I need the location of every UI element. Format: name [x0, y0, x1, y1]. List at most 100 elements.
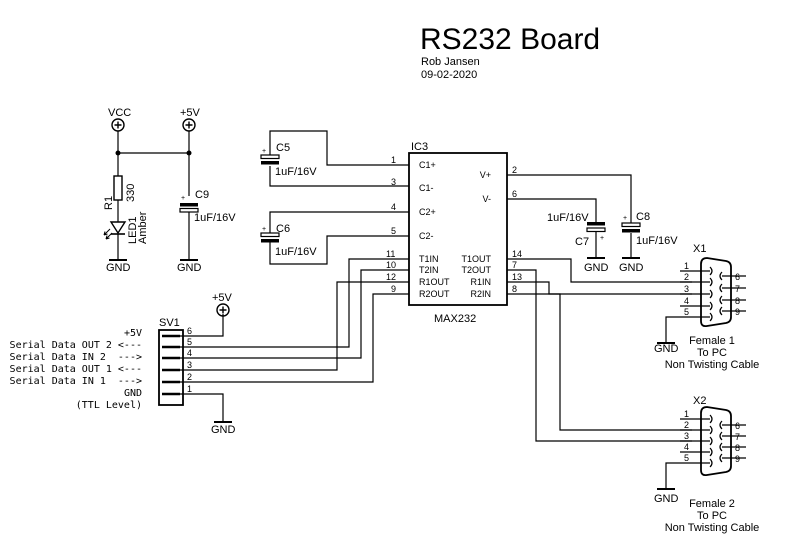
- sv1-pin-3: 3: [187, 360, 192, 370]
- ic3-num-1: 1: [391, 155, 396, 165]
- ic3-pin-c2m: C2-: [419, 231, 434, 241]
- ic3-pin-t1in: T1IN: [419, 254, 439, 264]
- sv1-pin-1: 1: [187, 384, 192, 394]
- ic3-pin-r2in: R2IN: [470, 289, 491, 299]
- ic3-pin-t2in: T2IN: [419, 265, 439, 275]
- led1-value: Amber: [137, 211, 149, 244]
- vcc-symbol: [111, 118, 125, 132]
- svg-text:+: +: [600, 235, 604, 242]
- x2-gnd-label: GND: [654, 493, 679, 505]
- x2-caption-3: Non Twisting Cable: [665, 522, 760, 534]
- ic3-num-13: 13: [512, 272, 522, 282]
- sv1-label-ttl: (TTL Level): [76, 400, 142, 411]
- ic3-pin-c1m: C1-: [419, 183, 434, 193]
- r1-ref: R1: [103, 196, 115, 210]
- x1-pin-5: 5: [684, 307, 689, 317]
- ic3-num-4: 4: [391, 202, 396, 212]
- light-emission-icon: [103, 228, 113, 240]
- x1-pin-6: 6: [735, 272, 740, 282]
- sv1-header: SV1 6 5 4 3 2 1 +5V GND +5V Serial Data …: [10, 258, 396, 436]
- ic3-pin-vm: V-: [482, 194, 491, 204]
- x1-caption-1: Female 1: [689, 335, 735, 347]
- supply-caps: + C7 1uF/16V GND + C8 1uF/16V GND: [520, 174, 678, 274]
- x2-shell: [700, 406, 732, 477]
- x1-caption-3: Non Twisting Cable: [665, 359, 760, 371]
- x1-pin-7: 7: [735, 284, 740, 294]
- c7-ref: C7: [575, 236, 589, 248]
- x2-db9-connector: X2 1 2 3 4 5 6 7 8 9 GND Female 2 To PC …: [654, 395, 759, 534]
- ic3-pin-r2out: R2OUT: [419, 289, 450, 299]
- sv1-label-gnd: GND: [124, 388, 142, 399]
- ic3-num-14: 14: [512, 249, 522, 259]
- c9-value: 1uF/16V: [194, 212, 236, 224]
- svg-text:+: +: [262, 148, 266, 155]
- ic3-num-9: 9: [391, 284, 396, 294]
- x2-pin-9: 9: [735, 454, 740, 464]
- p5v-label-top: +5V: [180, 107, 201, 119]
- x1-shell: [700, 257, 732, 328]
- p5v-symbol-top: [182, 118, 196, 132]
- sv1-gnd-label: GND: [211, 424, 236, 436]
- ic3-num-3: 3: [391, 177, 396, 187]
- ic3-value: MAX232: [434, 313, 476, 325]
- sv1-ref: SV1: [159, 317, 180, 329]
- ic3-num-7: 7: [512, 260, 517, 270]
- c8-capacitor: [621, 222, 641, 228]
- ic3-max232: IC3 MAX232 C1+ C1- C2+ C2- T1IN T2IN R1O…: [386, 141, 522, 325]
- x1-pin-1: 1: [684, 261, 689, 271]
- c6-capacitor: [260, 232, 280, 238]
- sv1-label-out2: Serial Data OUT 2 <---: [10, 340, 142, 351]
- x1-pin-3: 3: [684, 284, 689, 294]
- x2-pin-1: 1: [684, 409, 689, 419]
- date-label: 09-02-2020: [421, 69, 477, 81]
- ic3-num-12: 12: [386, 272, 396, 282]
- c8-gnd-label: GND: [619, 262, 644, 274]
- title-block: RS232 Board Rob Jansen 09-02-2020: [420, 23, 600, 81]
- r1-value: 330: [125, 184, 137, 202]
- c6-ref: C6: [276, 223, 290, 235]
- c5-capacitor: [260, 154, 280, 160]
- vcc-label: VCC: [108, 107, 131, 119]
- c5-ref: C5: [276, 142, 290, 154]
- led1-diode: [109, 221, 127, 235]
- rs232-side-wires: [520, 258, 692, 442]
- x2-pin-7: 7: [735, 432, 740, 442]
- ic3-pin-vp: V+: [480, 170, 491, 180]
- led-gnd-label: GND: [106, 262, 131, 274]
- power-led-section: VCC +5V R1 330 LED1 Amber GND + C9 1uF/1…: [103, 107, 236, 274]
- r1-resistor: [113, 175, 123, 201]
- svg-text:+: +: [623, 215, 627, 222]
- x2-pin-2: 2: [684, 420, 689, 430]
- c8-ref: C8: [636, 211, 650, 223]
- c7-gnd-label: GND: [584, 262, 609, 274]
- sv1-label-p5v: +5V: [124, 328, 142, 339]
- ic3-pin-r1in: R1IN: [470, 277, 491, 287]
- x2-pin-6: 6: [735, 421, 740, 431]
- ic3-num-10: 10: [386, 260, 396, 270]
- ic3-pin-c2p: C2+: [419, 207, 436, 217]
- sv1-pin-6: 6: [187, 326, 192, 336]
- svg-text:+: +: [181, 195, 185, 202]
- charge-pump-caps: + C5 1uF/16V + C6 1uF/16V: [260, 130, 396, 265]
- x1-pin-4: 4: [684, 296, 689, 306]
- x2-pin-4: 4: [684, 442, 689, 452]
- ic3-num-2: 2: [512, 165, 517, 175]
- led1-ref: LED1: [127, 216, 139, 244]
- x2-pin-8: 8: [735, 443, 740, 453]
- x1-gnd-label: GND: [654, 343, 679, 355]
- x1-db9-connector: X1 1 2 3 4 5 6 7 8 9 GND Female 1 To PC …: [654, 243, 759, 371]
- c9-ref: C9: [195, 189, 209, 201]
- x1-caption-2: To PC: [697, 347, 727, 359]
- c7-value: 1uF/16V: [547, 212, 589, 224]
- x1-pin-8: 8: [735, 296, 740, 306]
- ic3-num-5: 5: [391, 226, 396, 236]
- p5v-label-sv1: +5V: [212, 292, 233, 304]
- sv1-pin-5: 5: [187, 337, 192, 347]
- ic3-num-8: 8: [512, 284, 517, 294]
- x1-pin-9: 9: [735, 307, 740, 317]
- c5-value: 1uF/16V: [275, 166, 317, 178]
- sv1-pin-2: 2: [187, 372, 192, 382]
- x1-pin-2: 2: [684, 272, 689, 282]
